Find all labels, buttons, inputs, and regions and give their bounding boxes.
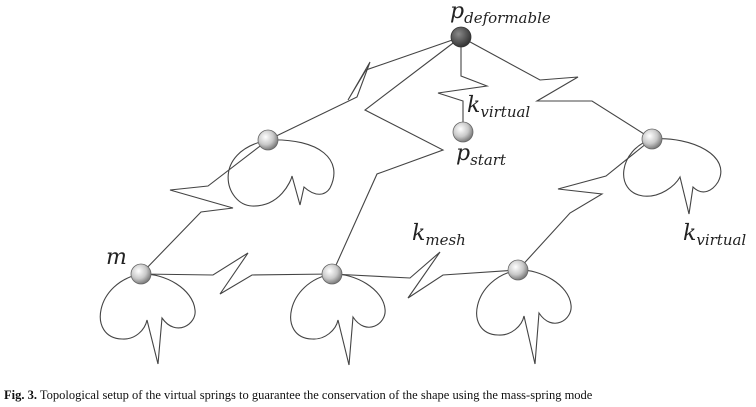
spring-upper-left-to-m <box>140 139 269 275</box>
spring-upper-right-to-bottom-right <box>517 138 653 271</box>
spring-upper-right-self-loop <box>623 138 722 215</box>
spring-pdef-to-p-start <box>437 37 490 132</box>
spring-bottom-mid-to-bottom-right <box>331 251 519 299</box>
spring-bottom-right-self-loop <box>476 269 572 365</box>
node-upper-right <box>641 128 663 150</box>
spring-upper-left-self-loop <box>227 139 335 207</box>
mass-spring-diagram: pdeformable kvirtual pstart kmesh kvirtu… <box>99 0 746 366</box>
node-p-deformable <box>450 26 472 48</box>
label-p-deformable: pdeformable <box>450 0 551 27</box>
spring-m-self-loop <box>99 273 196 365</box>
spring-bottom-mid-self-loop <box>290 273 386 366</box>
label-m: m <box>106 245 127 270</box>
spring-pdef-to-mid-bottom <box>331 36 462 275</box>
caption-text: Topological setup of the virtual springs… <box>39 388 593 402</box>
label-k-mesh: kmesh <box>412 221 466 249</box>
label-k-virtual-right: kvirtual <box>683 221 746 249</box>
node-bottom-right <box>507 259 529 281</box>
node-bottom-mid <box>321 263 343 285</box>
node-p-start <box>452 121 474 143</box>
node-m <box>130 263 152 285</box>
spring-pdef-to-upper-left <box>267 36 462 141</box>
label-p-start: pstart <box>456 141 507 169</box>
node-upper-left <box>257 129 279 151</box>
figure-caption: Fig. 3. Topological setup of the virtual… <box>4 388 754 403</box>
label-k-virtual-center: kvirtual <box>467 93 530 121</box>
caption-prefix: Fig. 3. <box>4 388 37 402</box>
spring-m-to-bottom-mid <box>140 252 333 295</box>
spring-pdef-to-upper-right <box>460 36 653 140</box>
